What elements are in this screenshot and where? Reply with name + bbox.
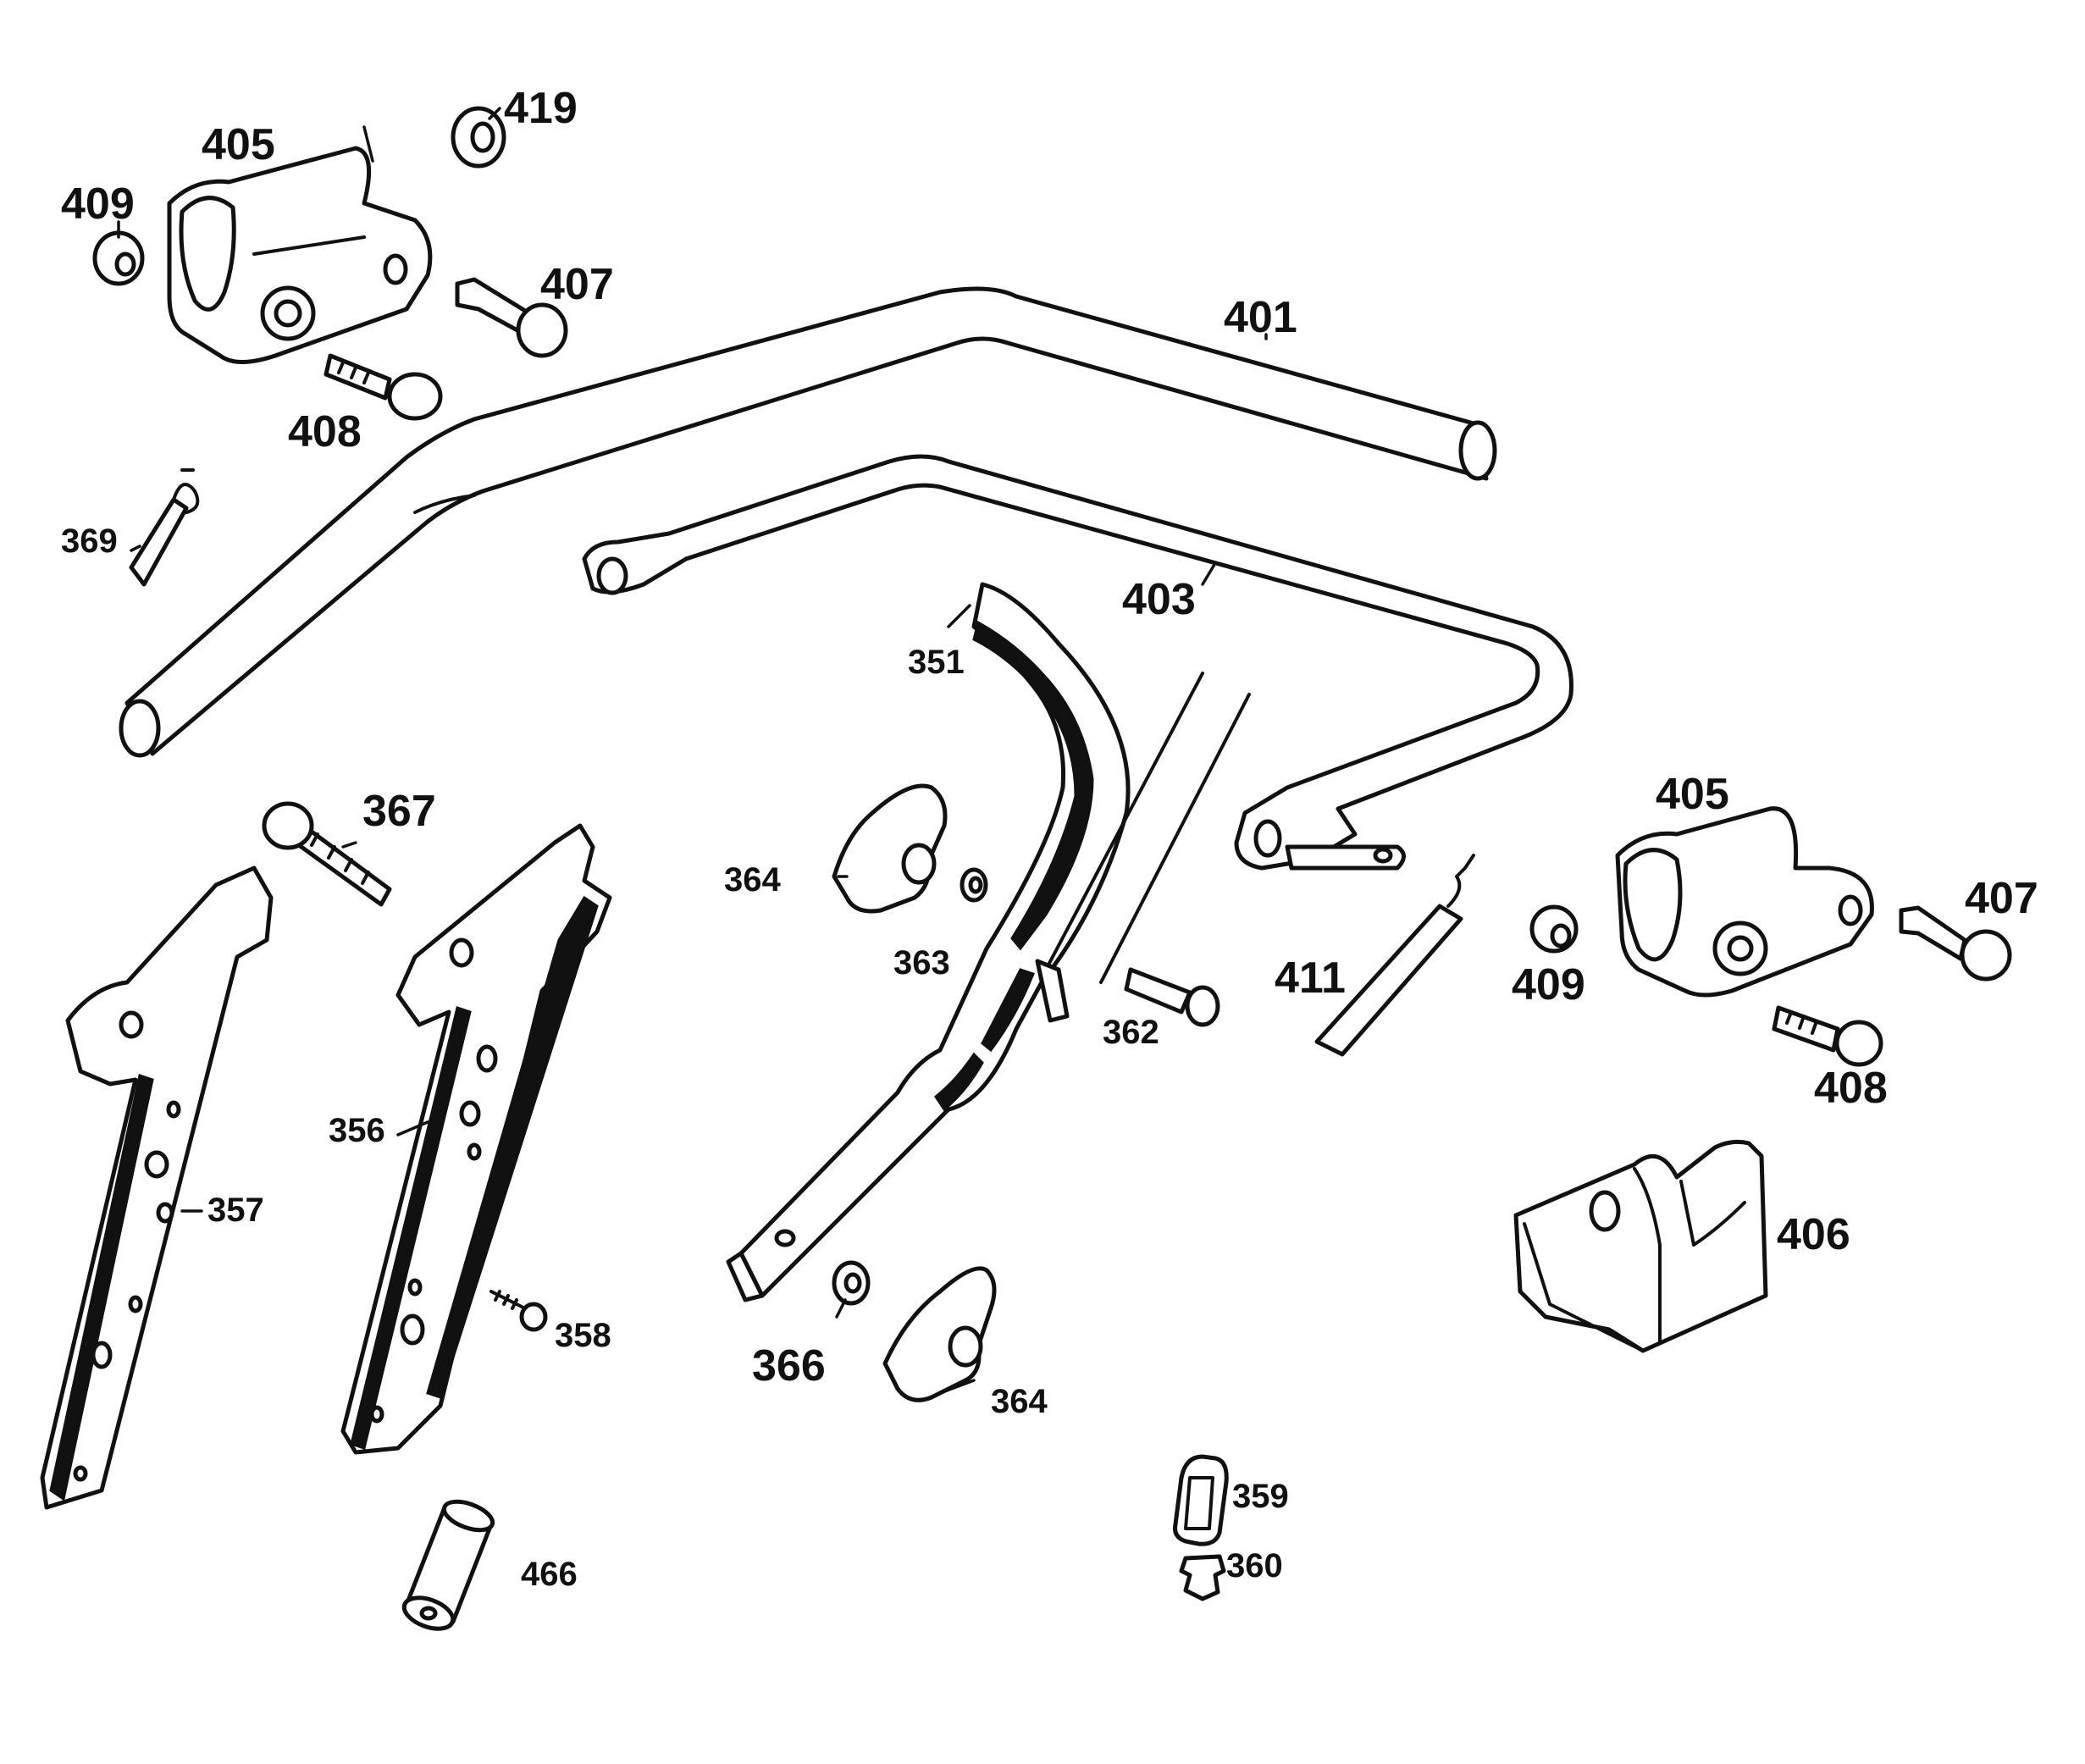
nut-419 [451, 106, 506, 169]
label-406: 406 [1777, 1210, 1850, 1259]
label-358: 358 [555, 1317, 611, 1354]
label-351: 351 [908, 644, 965, 681]
clip-360 [1179, 1554, 1226, 1601]
clip-409-right [1529, 904, 1579, 954]
label-407-right: 407 [1965, 874, 2038, 923]
bracket-356 [340, 823, 612, 1455]
label-407-left: 407 [540, 260, 614, 309]
bolt-367 [262, 801, 392, 907]
part-labels: 405 419 409 407 408 401 369 403 351 367 … [61, 84, 2038, 1593]
label-360: 360 [1226, 1547, 1283, 1584]
label-409-left: 409 [61, 180, 135, 229]
label-409-right: 409 [1512, 960, 1585, 1009]
label-357: 357 [207, 1192, 264, 1229]
rod-411 [1314, 854, 1475, 1057]
label-366: 366 [752, 1341, 826, 1391]
spring-clip-369 [129, 468, 200, 587]
pin-362 [1124, 967, 1220, 1027]
label-401: 401 [1224, 293, 1297, 342]
label-408-left: 408 [288, 407, 362, 456]
label-408-right: 408 [1814, 1064, 1888, 1113]
pin-407-right [1899, 905, 2012, 982]
label-369: 369 [61, 523, 118, 560]
leader-lines [117, 107, 1268, 1395]
label-367: 367 [362, 787, 436, 836]
label-405-left: 405 [202, 120, 275, 169]
label-403: 403 [1122, 575, 1196, 624]
cover-406 [1513, 1139, 1768, 1353]
screw-358 [489, 1290, 548, 1332]
label-363: 363 [893, 944, 950, 982]
knob-364-bottom [882, 1266, 997, 1402]
bracket-357 [40, 865, 274, 1510]
label-362: 362 [1103, 1014, 1159, 1051]
knob-364-top [832, 783, 948, 914]
side-bar-351 [726, 582, 1131, 1302]
washer-363 [960, 867, 988, 903]
sleeve-466 [401, 1499, 495, 1631]
handle-tube-401 [119, 286, 1497, 758]
label-359: 359 [1232, 1478, 1289, 1515]
label-411: 411 [1275, 954, 1346, 1003]
bolt-408-right [1772, 1005, 1883, 1067]
label-419: 419 [504, 84, 578, 133]
label-405-right: 405 [1656, 770, 1729, 819]
label-364-top: 364 [724, 861, 781, 899]
label-356: 356 [329, 1112, 385, 1149]
hinge-housing-405-left [167, 146, 433, 364]
hinge-housing-405-right [1615, 806, 1874, 998]
clip-409-left [92, 230, 145, 286]
bolt-408-left [324, 353, 443, 421]
washer-366 [832, 1260, 871, 1306]
strap-pieces [1035, 672, 1251, 1023]
bail-403 [582, 454, 1573, 871]
grip-359 [1173, 1454, 1229, 1546]
label-466: 466 [521, 1556, 578, 1593]
label-364-bottom: 364 [991, 1383, 1048, 1420]
